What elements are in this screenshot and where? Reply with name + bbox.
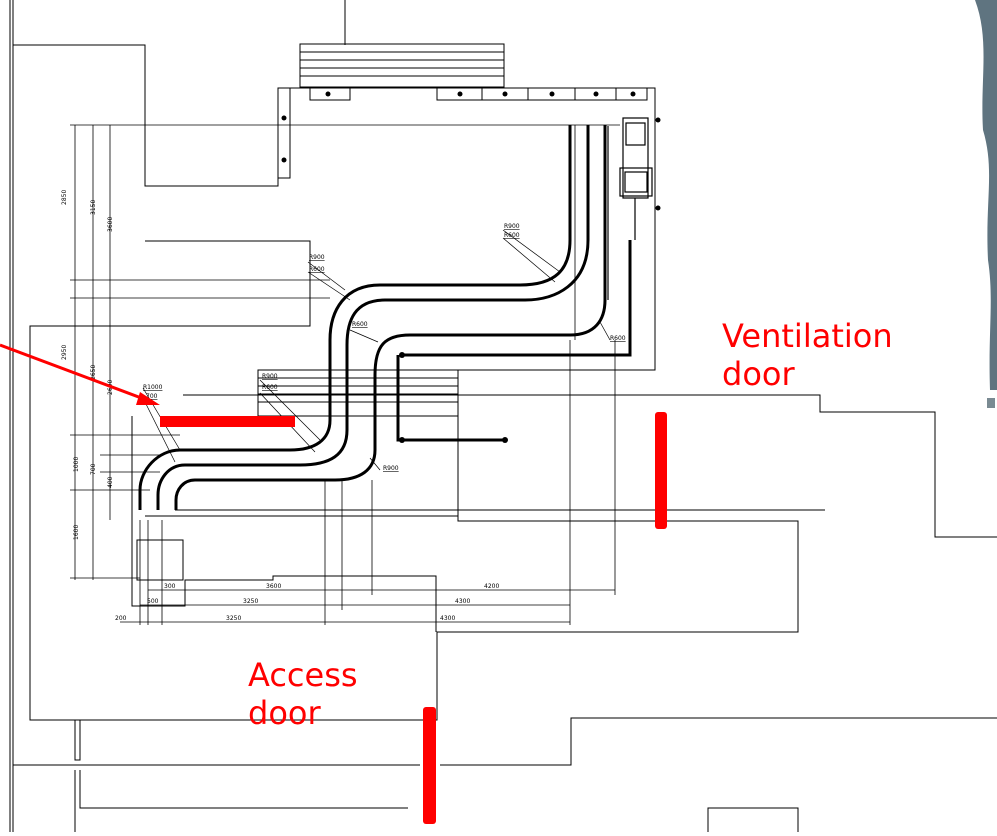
dim-3250-a: 3250 xyxy=(243,598,258,605)
radius-r1000: R1000 xyxy=(143,384,163,391)
dim-1600: 1600 xyxy=(73,525,80,540)
radius-texts: R900 R600 R900 R600 R600 R600 R900 R600 … xyxy=(143,223,626,472)
radius-r600-mid: R600 xyxy=(309,266,325,273)
radius-r900-top-right: R900 xyxy=(504,223,520,230)
dim-2950: 2950 xyxy=(61,345,68,360)
red-annotations xyxy=(0,343,667,824)
access-label-line2: door xyxy=(248,694,321,732)
transport-rails xyxy=(138,125,632,510)
radius-r900-mid: R900 xyxy=(309,254,325,261)
dim-2650: 2650 xyxy=(90,365,97,380)
cask-equipment xyxy=(607,117,653,300)
ventilation-label-line1: Ventilation xyxy=(722,317,893,355)
pointer-arrow-head xyxy=(136,392,160,405)
pointer-arrow-line xyxy=(0,343,153,404)
dim-500: 500 xyxy=(147,598,159,605)
middle-stair xyxy=(136,369,459,581)
fixture-markers xyxy=(281,91,661,211)
horizontal-dimension-texts: 300 3600 4200 500 3250 4300 200 3250 430… xyxy=(115,583,499,622)
vertical-dimension-texts: 2850 3150 3600 2950 2650 2600 1000 700 4… xyxy=(61,190,114,540)
ventilation-door-marker xyxy=(655,412,667,529)
dim-200: 200 xyxy=(115,615,127,622)
right-edge-photo xyxy=(975,0,997,408)
dim-3250-b: 3250 xyxy=(226,615,241,622)
ventilation-door-label: Ventilation door xyxy=(722,317,893,393)
highlight-bar xyxy=(160,416,295,427)
radius-r600-stair: R600 xyxy=(262,384,278,391)
dim-400: 400 xyxy=(107,476,114,488)
rail-nodes xyxy=(399,352,508,443)
dim-300: 300 xyxy=(164,583,176,590)
dim-3600-vertical: 3600 xyxy=(107,217,114,232)
dim-2850: 2850 xyxy=(61,190,68,205)
ventilation-label-line2: door xyxy=(722,355,795,393)
radius-700: 700 xyxy=(146,393,158,400)
radius-r600-right: R600 xyxy=(610,335,626,342)
top-cabinet xyxy=(277,43,648,179)
building-walls xyxy=(9,0,997,832)
dim-3150: 3150 xyxy=(90,200,97,215)
radius-r900-bottom: R900 xyxy=(383,465,399,472)
access-label-line1: Access xyxy=(248,656,358,694)
dimension-lines xyxy=(70,124,620,625)
radius-r600-top-right: R600 xyxy=(504,232,520,239)
radius-r600-center: R600 xyxy=(352,321,368,328)
dim-1000: 1000 xyxy=(73,457,80,472)
dim-4200: 4200 xyxy=(484,583,499,590)
access-door-label: Access door xyxy=(248,656,358,732)
access-door-marker xyxy=(423,707,436,824)
dim-700: 700 xyxy=(90,463,97,475)
radius-r900-stair: R900 xyxy=(262,373,278,380)
dim-4300-b: 4300 xyxy=(440,615,455,622)
dim-4300-a: 4300 xyxy=(455,598,470,605)
dim-3600-horizontal: 3600 xyxy=(266,583,281,590)
